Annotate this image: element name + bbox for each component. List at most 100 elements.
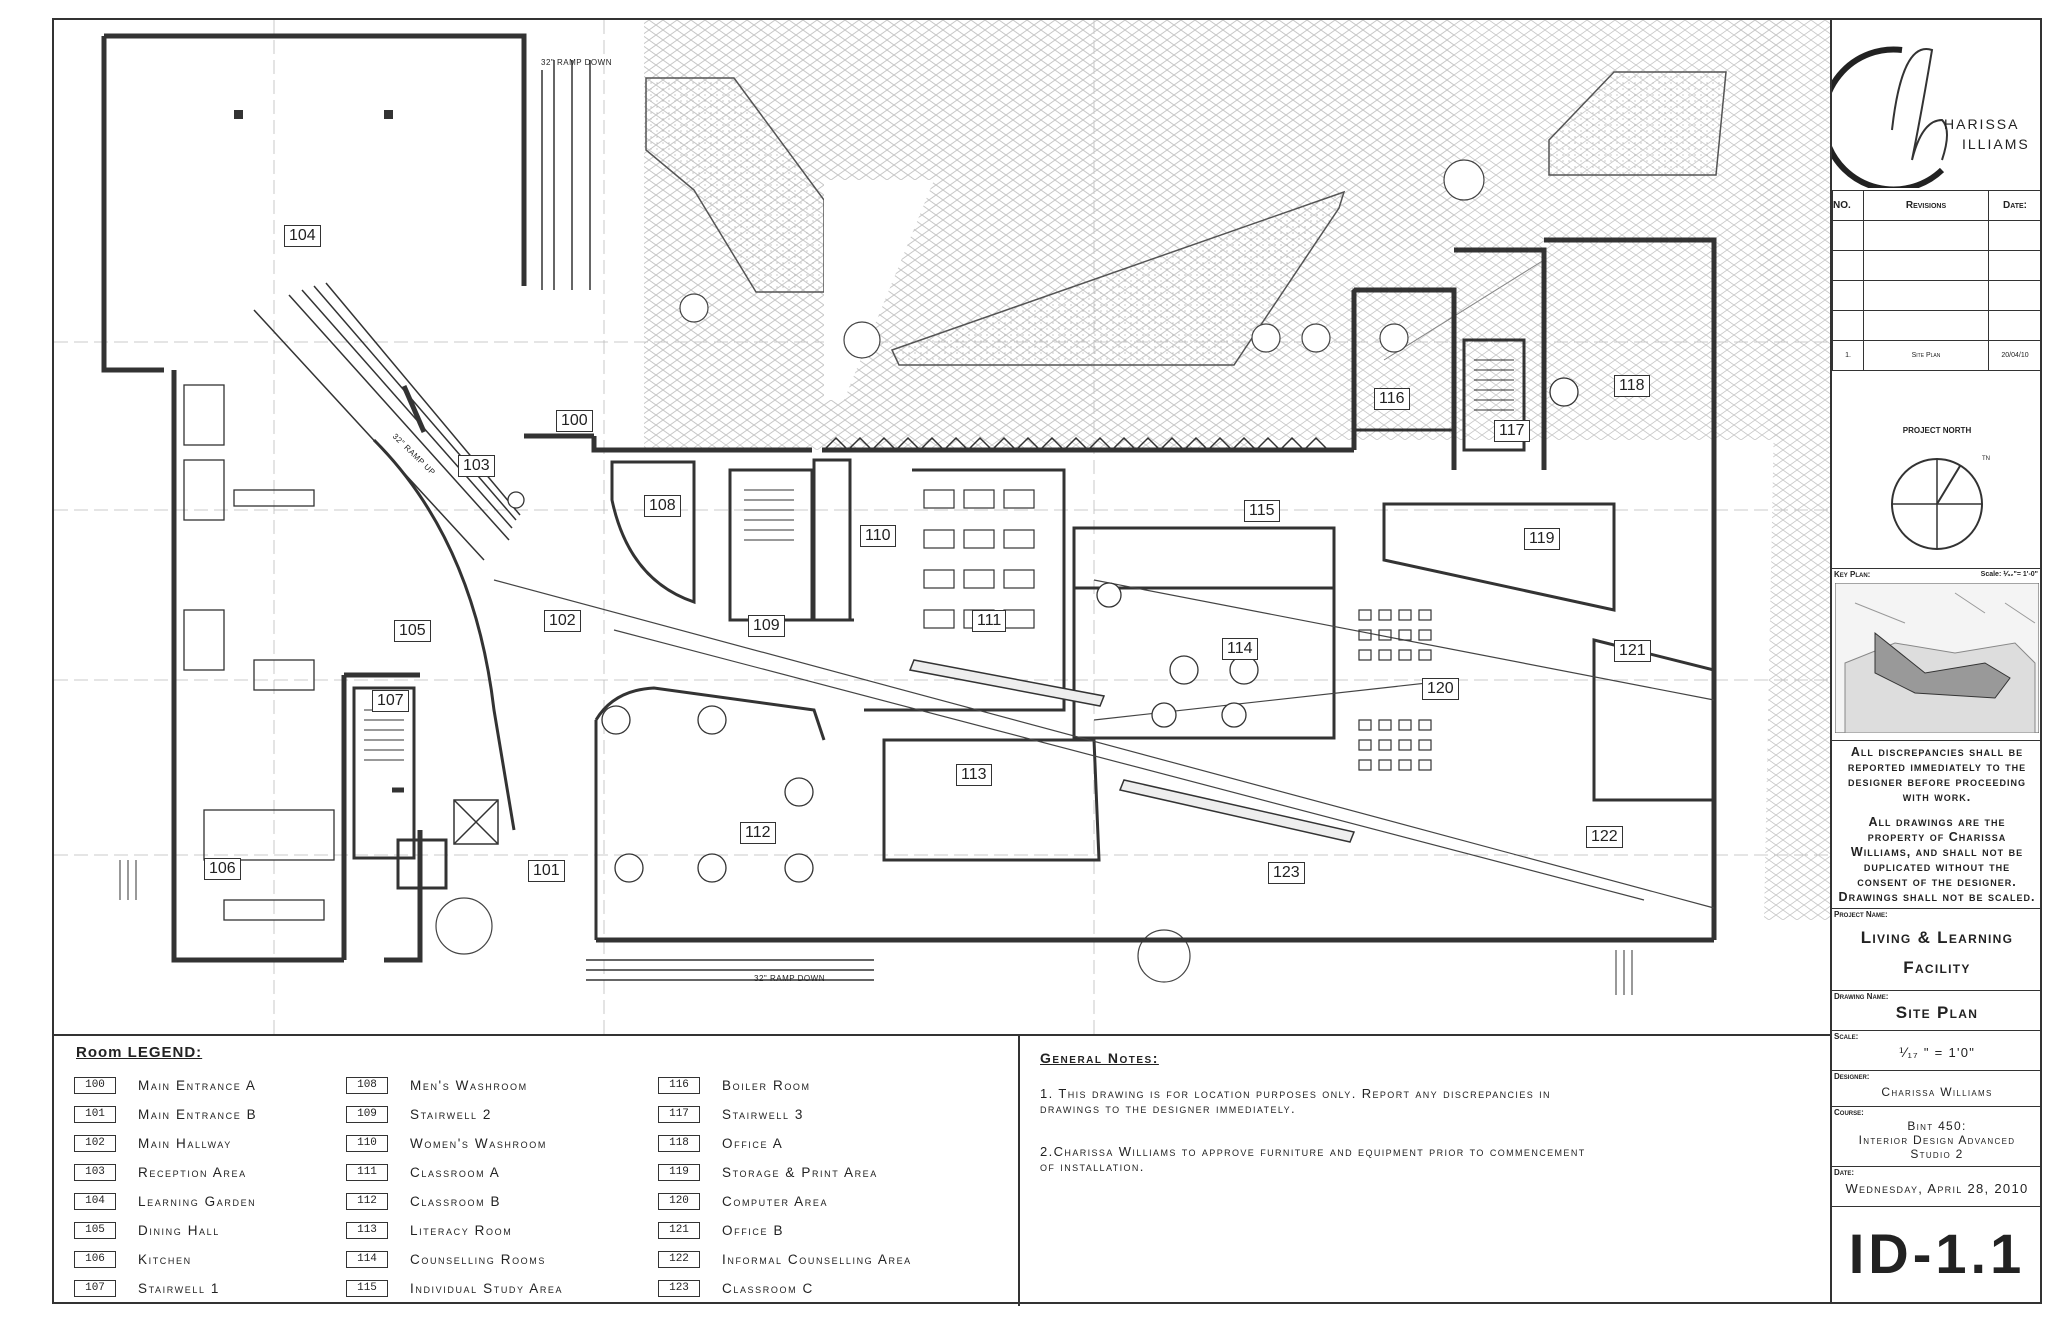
legend-num: 107 (74, 1279, 116, 1297)
legend-name: Classroom C (722, 1280, 814, 1296)
drawing-name: Site Plan (1895, 1003, 1979, 1022)
legend-num: 118 (658, 1134, 700, 1152)
room-tag-117: 117 (1494, 420, 1530, 442)
legend-num: 104 (74, 1192, 116, 1210)
logo-text-2: ILLIAMS (1962, 136, 2030, 152)
legend-num: 101 (74, 1105, 116, 1123)
legend-name: Stairwell 2 (410, 1106, 493, 1122)
legend-name: Women's Washroom (410, 1135, 547, 1151)
legend-name: Stairwell 3 (722, 1106, 805, 1122)
scale-label: Scale: (1834, 1032, 1859, 1041)
legend-name: Reception Area (138, 1164, 247, 1180)
north-arrow-block: PROJECT NORTH TN (1832, 424, 2042, 564)
legend-row: 100 Main Entrance A (74, 1074, 257, 1096)
room-tag-122: 122 (1586, 826, 1623, 848)
date-block: Date: Wednesday, April 28, 2010 (1832, 1166, 2042, 1206)
legend-row: 108 Men's Washroom (346, 1074, 528, 1096)
disclaimer-2: All drawings are the property of Chariss… (1838, 815, 2036, 904)
room-tag-121: 121 (1614, 640, 1651, 662)
legend-name: Computer Area (722, 1193, 829, 1209)
notes-title: General Notes: (1040, 1050, 1159, 1066)
designer-label: Designer: (1834, 1072, 1870, 1081)
legend-name: Learning Garden (138, 1193, 257, 1209)
legend-num: 109 (346, 1105, 388, 1123)
legend-name: Storage & Print Area (722, 1164, 878, 1180)
scale-block: Scale: ⅟₁₇ " = 1'0" (1832, 1030, 2042, 1070)
date-value: Wednesday, April 28, 2010 (1845, 1181, 2029, 1196)
key-plan: Key Plan: Scale: ⅟₃₂"= 1'-0" (1832, 568, 2042, 740)
disclaimer-block: All discrepancies shall be reported imme… (1832, 740, 2042, 908)
legend-num: 100 (74, 1076, 116, 1094)
floor-plan: 32" RAMP DOWN 32" RAMP UP 32" RAMP DOWN … (54, 20, 1830, 1034)
legend-num: 108 (346, 1076, 388, 1094)
course-label: Course: (1834, 1108, 1864, 1117)
sheet-number: ID-1.1 (1848, 1222, 2026, 1285)
legend-num: 103 (74, 1163, 116, 1181)
date-label: Date: (1834, 1168, 1854, 1177)
room-tag-108: 108 (644, 495, 681, 517)
legend-name: Classroom B (410, 1193, 502, 1209)
table-row (1832, 280, 2042, 311)
legend-row: 103 Reception Area (74, 1161, 247, 1183)
key-plan-scale: Scale: ⅟₃₂"= 1'-0" (1980, 571, 2038, 578)
course-line-3: Studio 2 (1910, 1147, 1964, 1161)
ramp-label-bottom: 32" RAMP DOWN (754, 974, 825, 983)
legend-name: Main Entrance A (138, 1077, 257, 1093)
legend-name: Office A (722, 1135, 784, 1151)
room-tag-100: 100 (556, 410, 593, 432)
course-block: Course: Bint 450: Interior Design Advanc… (1832, 1106, 2042, 1166)
legend-num: 115 (346, 1279, 388, 1297)
legend-row: 109 Stairwell 2 (346, 1103, 492, 1125)
room-tag-112: 112 (740, 822, 776, 844)
north-label: PROJECT NORTH (1902, 426, 1972, 435)
rev-revisions-header: Revisions (1863, 190, 1989, 221)
revisions-table: NO. Revisions Date: 1. Site Plan 20/04/1… (1832, 190, 2042, 371)
drawing-sheet: 32" RAMP DOWN 32" RAMP UP 32" RAMP DOWN … (52, 18, 2042, 1306)
legend-num: 113 (346, 1221, 388, 1239)
floor-plan-drawing (54, 20, 1830, 1034)
room-tag-103: 103 (458, 455, 495, 477)
room-tag-107: 107 (372, 690, 409, 712)
ramp-label-top: 32" RAMP DOWN (541, 58, 612, 67)
project-label: Project Name: (1834, 910, 1888, 919)
legend-num: 110 (346, 1134, 388, 1152)
legend-name: Kitchen (138, 1251, 192, 1267)
legend-num: 119 (658, 1163, 700, 1181)
drawing-label: Drawing Name: (1834, 992, 1889, 1001)
room-tag-104: 104 (284, 225, 321, 247)
room-tag-109: 109 (748, 615, 785, 637)
table-row: 1. Site Plan 20/04/10 (1832, 340, 2042, 371)
room-tag-123: 123 (1268, 862, 1305, 884)
room-tag-116: 116 (1374, 388, 1410, 410)
legend-title: Room LEGEND: (76, 1044, 203, 1061)
room-tag-118: 118 (1614, 375, 1650, 397)
legend-name: Counselling Rooms (410, 1251, 546, 1267)
true-north-mark: TN (1982, 456, 1990, 462)
legend-name: Main Hallway (138, 1135, 232, 1151)
room-tag-115: 115 (1244, 500, 1280, 522)
legend-name: Dining Hall (138, 1222, 220, 1238)
rev-entry-name: Site Plan (1863, 340, 1989, 371)
legend-name: Classroom A (410, 1164, 501, 1180)
scale-value: ⅟₁₇ " = 1'0" (1898, 1045, 1976, 1060)
legend-name: Men's Washroom (410, 1077, 528, 1093)
note-2: 2.Charissa Williams to approve furniture… (1040, 1144, 1586, 1174)
legend-num: 116 (658, 1076, 700, 1094)
room-tag-101: 101 (528, 860, 565, 882)
legend-row: 107 Stairwell 1 (74, 1277, 220, 1299)
legend-row: 110 Women's Washroom (346, 1132, 547, 1154)
note-1: 1. This drawing is for location purposes… (1040, 1086, 1551, 1116)
legend-num: 121 (658, 1221, 700, 1239)
legend-name: Stairwell 1 (138, 1280, 221, 1296)
legend-row: 119 Storage & Print Area (658, 1161, 878, 1183)
